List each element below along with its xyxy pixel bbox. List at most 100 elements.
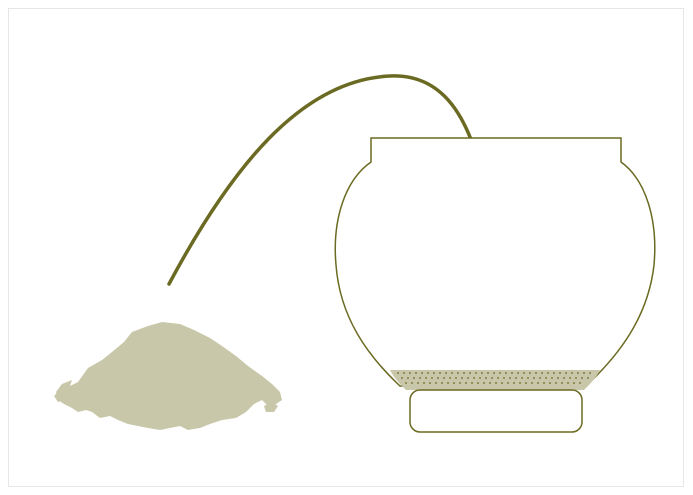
perforation-dot xyxy=(417,382,419,384)
perforation-dot xyxy=(441,382,443,384)
pile-shape xyxy=(56,322,282,430)
perforation-dot xyxy=(577,372,579,374)
perforation-dot xyxy=(499,372,501,374)
perforation-dot xyxy=(561,382,563,384)
perforation-dot xyxy=(479,377,481,379)
glass-bowl-infuser-icon xyxy=(335,138,654,432)
perforation-dot xyxy=(575,377,577,379)
perforation-dot xyxy=(411,382,413,384)
perforation-dot xyxy=(589,372,591,374)
bowl-foot xyxy=(410,390,582,432)
perforation-dot xyxy=(533,377,535,379)
perforation-dot xyxy=(565,372,567,374)
perforation-dot xyxy=(475,372,477,374)
perforation-dot xyxy=(509,377,511,379)
perforation-dot xyxy=(529,372,531,374)
perforation-dot xyxy=(539,377,541,379)
perforation-dot xyxy=(483,382,485,384)
perforation-dot xyxy=(505,372,507,374)
perforation-dot xyxy=(495,382,497,384)
perforation-dot xyxy=(397,372,399,374)
perforation-dot xyxy=(445,372,447,374)
perforation-dot xyxy=(581,377,583,379)
perforation-dot xyxy=(497,377,499,379)
perforation-dot xyxy=(571,372,573,374)
perforation-dot xyxy=(563,377,565,379)
perforation-dot xyxy=(511,372,513,374)
perforation-dot xyxy=(523,372,525,374)
perforation-dot xyxy=(467,377,469,379)
perforation-dot xyxy=(515,377,517,379)
perforation-dot xyxy=(553,372,555,374)
perforation-dot xyxy=(503,377,505,379)
perforation-dot xyxy=(481,372,483,374)
perforation-dot xyxy=(525,382,527,384)
perforation-dot xyxy=(457,372,459,374)
perforation-dot xyxy=(501,382,503,384)
perforation-dot xyxy=(517,372,519,374)
perforation-dot xyxy=(487,372,489,374)
bowl-outline xyxy=(335,138,654,386)
perforation-dot xyxy=(549,382,551,384)
perforation-dot xyxy=(443,377,445,379)
perforation-dot xyxy=(559,372,561,374)
perforation-dot xyxy=(463,372,465,374)
perforation-dot xyxy=(451,372,453,374)
perforation-dot xyxy=(491,377,493,379)
perforation-dot xyxy=(405,382,407,384)
perforation-dot xyxy=(557,377,559,379)
perforation-dot xyxy=(425,377,427,379)
perforation-dot xyxy=(449,377,451,379)
perforation-dot xyxy=(569,377,571,379)
perforation-dot xyxy=(545,377,547,379)
perforation-dot xyxy=(555,382,557,384)
perforation-dot xyxy=(433,372,435,374)
perforation-dot xyxy=(543,382,545,384)
perforation-dot xyxy=(461,377,463,379)
perforation-dot xyxy=(573,382,575,384)
perforation-dot xyxy=(519,382,521,384)
perforation-dot xyxy=(413,377,415,379)
perforation-dot xyxy=(473,377,475,379)
perforation-dot xyxy=(535,372,537,374)
perforation-dot xyxy=(579,382,581,384)
perforation-dot xyxy=(471,382,473,384)
perforation-dot xyxy=(551,377,553,379)
perforation-dot xyxy=(547,372,549,374)
perforation-dot xyxy=(527,377,529,379)
perforation-dot xyxy=(537,382,539,384)
perforation-dot xyxy=(421,372,423,374)
perforation-dot xyxy=(531,382,533,384)
perforation-dot xyxy=(493,372,495,374)
perforation-dot xyxy=(455,377,457,379)
perforation-dot xyxy=(439,372,441,374)
perforation-dot xyxy=(447,382,449,384)
perforation-dot xyxy=(431,377,433,379)
perforation-dot xyxy=(587,377,589,379)
perforation-dot xyxy=(401,377,403,379)
perforation-dot xyxy=(489,382,491,384)
perforation-dot xyxy=(423,382,425,384)
loose-tea-pile-icon xyxy=(54,322,282,430)
perforation-dot xyxy=(583,372,585,374)
perforation-dot xyxy=(403,372,405,374)
perforation-dot xyxy=(435,382,437,384)
perforation-dot xyxy=(477,382,479,384)
perforation-dot xyxy=(453,382,455,384)
perforation-dot xyxy=(427,372,429,374)
perforation-dot xyxy=(567,382,569,384)
perforation-dot xyxy=(541,372,543,374)
perforation-dot xyxy=(429,382,431,384)
perforation-dot xyxy=(437,377,439,379)
perforation-dot xyxy=(409,372,411,374)
perforation-dot xyxy=(507,382,509,384)
perforation-dot xyxy=(485,377,487,379)
perforation-dot xyxy=(465,382,467,384)
perforation-dot xyxy=(513,382,515,384)
perforation-dot xyxy=(459,382,461,384)
perforation-dot xyxy=(415,372,417,374)
perforation-dot xyxy=(419,377,421,379)
perforation-dot xyxy=(469,372,471,374)
perforation-dot xyxy=(407,377,409,379)
